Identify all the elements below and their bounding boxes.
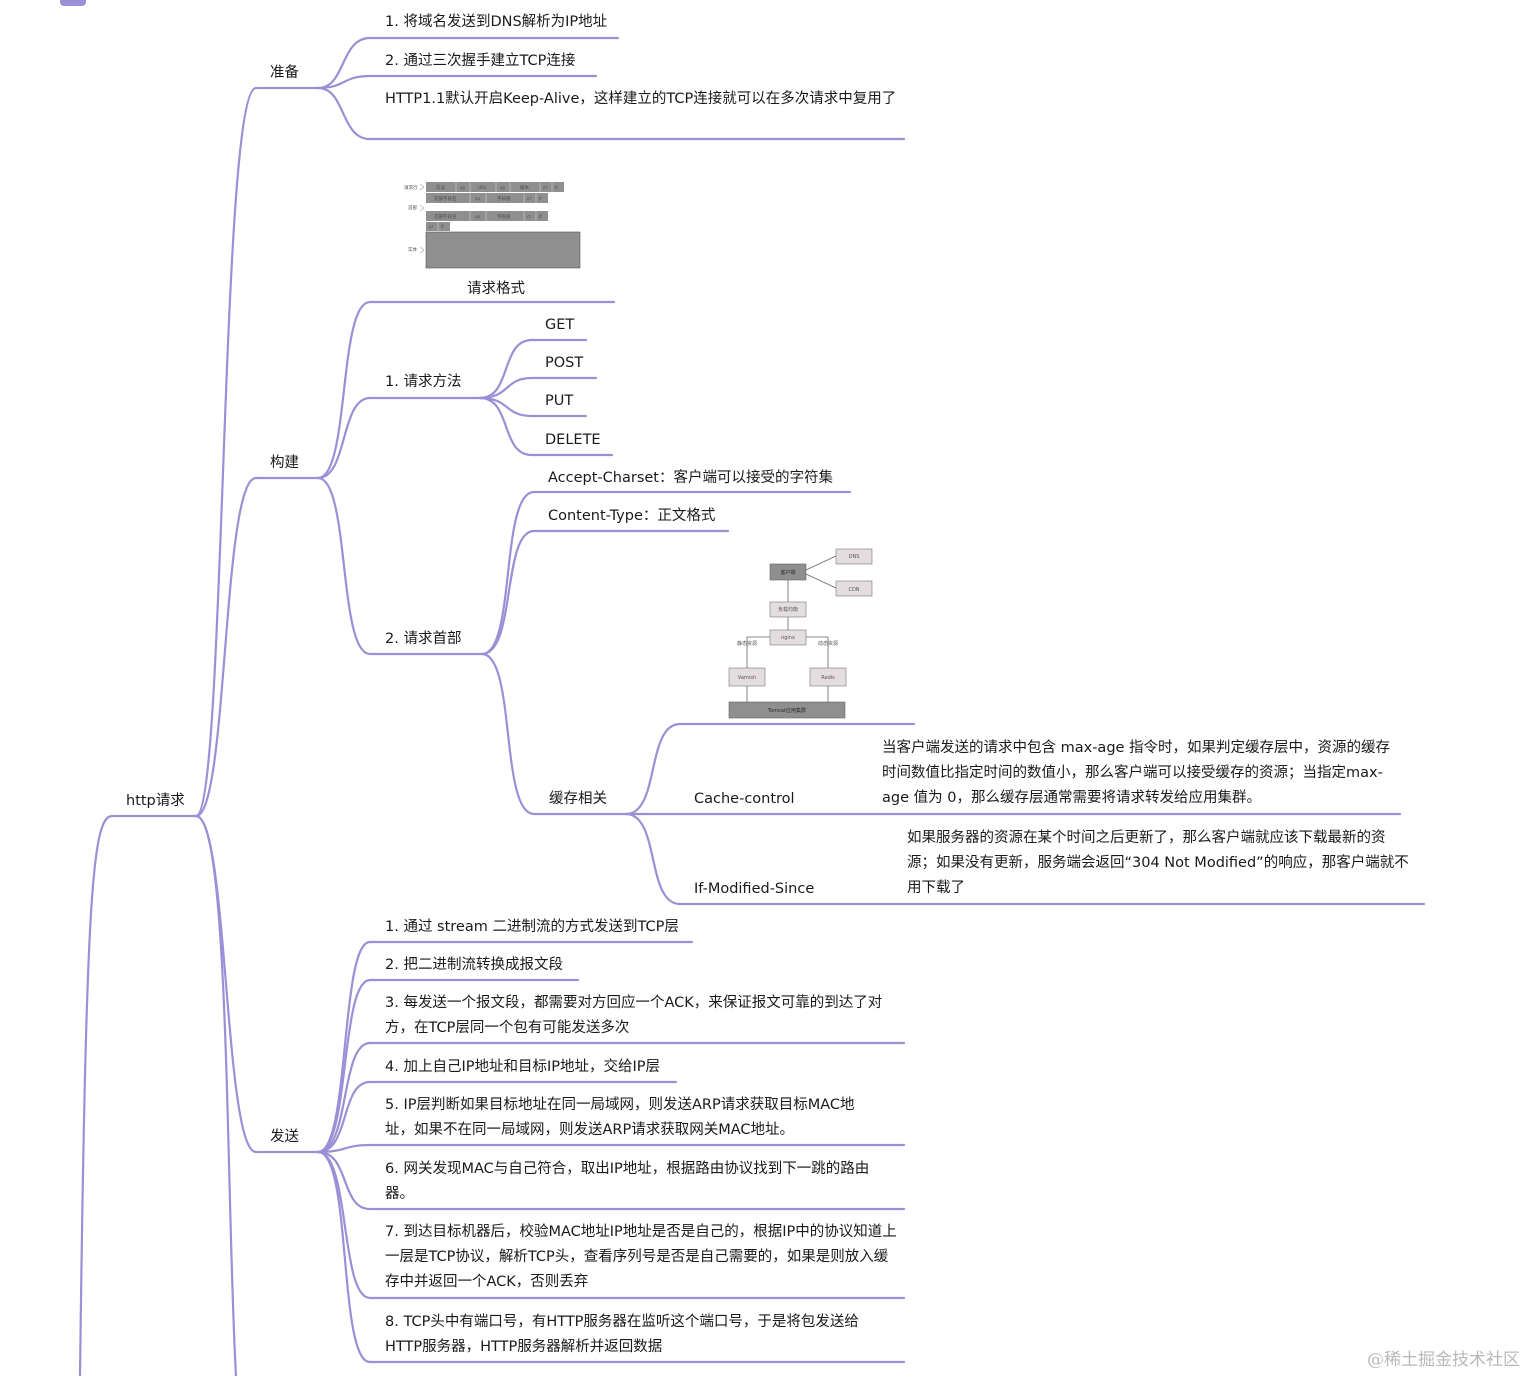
fmt-label: sp (475, 215, 480, 220)
node-request-header: 2. 请求首部 (385, 631, 462, 647)
node-send: 发送 (270, 1129, 299, 1145)
fmt-label: sp (475, 197, 480, 202)
fmt-label: 方法 (436, 184, 445, 191)
fmt-label: lf (555, 185, 558, 191)
fmt-label: 版本 (520, 184, 529, 191)
node-request-format: 请求格式 (467, 281, 525, 297)
fmt-label: cr (543, 185, 547, 191)
root-left-trunk (78, 814, 114, 1376)
fmt-label: URL (478, 185, 487, 191)
method-delete: DELETE (545, 432, 601, 448)
fmt-label: 字段值 (497, 195, 511, 202)
prepare-item-3: HTTP1.1默认开启Keep-Alive，这样建立的TCP连接就可以在多次请求… (385, 91, 897, 107)
send-item-2: 2. 把二进制流转换成报文段 (385, 957, 563, 973)
node-cache: 缓存相关 (549, 791, 607, 807)
cache-fig-label: 负载均衡 (778, 606, 798, 613)
method-post: POST (545, 355, 584, 371)
cache-fig-label: 动态资源 (818, 640, 838, 647)
send-item-5: 5. IP层判断如果目标地址在同一局域网，则发送ARP请求获取目标MAC地址，如… (385, 1097, 855, 1138)
watermark: @稀土掘金技术社区 (1367, 1350, 1520, 1370)
fmt-side-label: 首部 (408, 204, 417, 211)
fmt-side-label: 实体 (408, 246, 417, 253)
cache-control-key: Cache-control (694, 791, 795, 807)
cache-fig-label: Tomcat应用集群 (767, 707, 806, 714)
cache-control-desc: 当客户端发送的请求中包含 max-age 指令时，如果判定缓存层中，资源的缓存时… (882, 740, 1391, 806)
fmt-label: cr (429, 224, 433, 230)
send-item-1: 1. 通过 stream 二进制流的方式发送到TCP层 (385, 919, 679, 935)
send-item-6: 6. 网关发现MAC与自己符合，取出IP地址，根据路由协议找到下一跳的路由器。 (385, 1161, 870, 1202)
fmt-label: 字段值 (497, 213, 511, 220)
fmt-label: sp (460, 186, 465, 191)
root-node: http请求 (126, 793, 185, 809)
fmt-label: sp (500, 186, 505, 191)
fmt-label: lf (441, 224, 444, 230)
request-format-figure: 方法 sp URL sp 版本 cr lf 首部字段名 sp 字段值 cr lf… (404, 182, 581, 269)
header-content-type: Content-Type：正文格式 (548, 508, 716, 524)
node-build: 构建 (270, 455, 299, 471)
if-modified-since-key: If-Modified-Since (694, 881, 815, 897)
cache-fig-label: 客户端 (780, 569, 795, 576)
edge-root-build (194, 476, 258, 818)
fmt-side-label: 请求行 (404, 184, 418, 191)
prepare-item-1: 1. 将域名发送到DNS解析为IP地址 (385, 14, 608, 30)
fmt-label: 首部字段名 (434, 213, 457, 220)
cache-fig-label: 静态资源 (737, 640, 757, 647)
edge-root-send (194, 814, 258, 1154)
cache-architecture-figure: 客户端 DNS CDN 负载均衡 nginx 静态资源 动态资源 Varnish… (728, 548, 873, 719)
method-get: GET (545, 317, 575, 333)
cache-fig-label: Redis (821, 675, 835, 681)
send-item-3: 3. 每发送一个报文段，都需要对方回应一个ACK，来保证报文可靠的到达了对方，在… (385, 995, 883, 1036)
if-modified-since-desc: 如果服务器的资源在某个时间之后更新了，那么客户端就应该下载最新的资源；如果没有更… (907, 830, 1409, 896)
prepare-item-2: 2. 通过三次握手建立TCP连接 (385, 53, 576, 69)
cache-fig-label: CDN (848, 587, 859, 593)
send-item-4: 4. 加上自己IP地址和目标IP地址，交给IP层 (385, 1059, 661, 1075)
send-item-7: 7. 到达目标机器后，校验MAC地址IP地址是否是自己的，根据IP中的协议知道上… (385, 1224, 897, 1290)
send-item-8: 8. TCP头中有端口号，有HTTP服务器在监听这个端口号，于是将包发送给HTT… (385, 1314, 859, 1355)
fmt-label: cr (527, 196, 531, 202)
method-put: PUT (545, 393, 574, 409)
fmt-label: 首部字段名 (434, 195, 457, 202)
fmt-label: lf (539, 196, 542, 202)
top-badge (60, 0, 86, 6)
node-prepare: 准备 (270, 65, 299, 81)
cache-fig-label: DNS (849, 554, 860, 560)
cache-fig-label: nginx (781, 635, 795, 641)
node-request-method: 1. 请求方法 (385, 374, 462, 390)
cache-fig-label: Varnish (738, 675, 756, 681)
header-accept-charset: Accept-Charset：客户端可以接受的字符集 (548, 470, 833, 486)
fmt-label: cr (527, 214, 531, 220)
edge-root-prepare (194, 86, 258, 818)
edge-root-next (194, 814, 238, 1376)
fmt-label: lf (539, 214, 542, 220)
